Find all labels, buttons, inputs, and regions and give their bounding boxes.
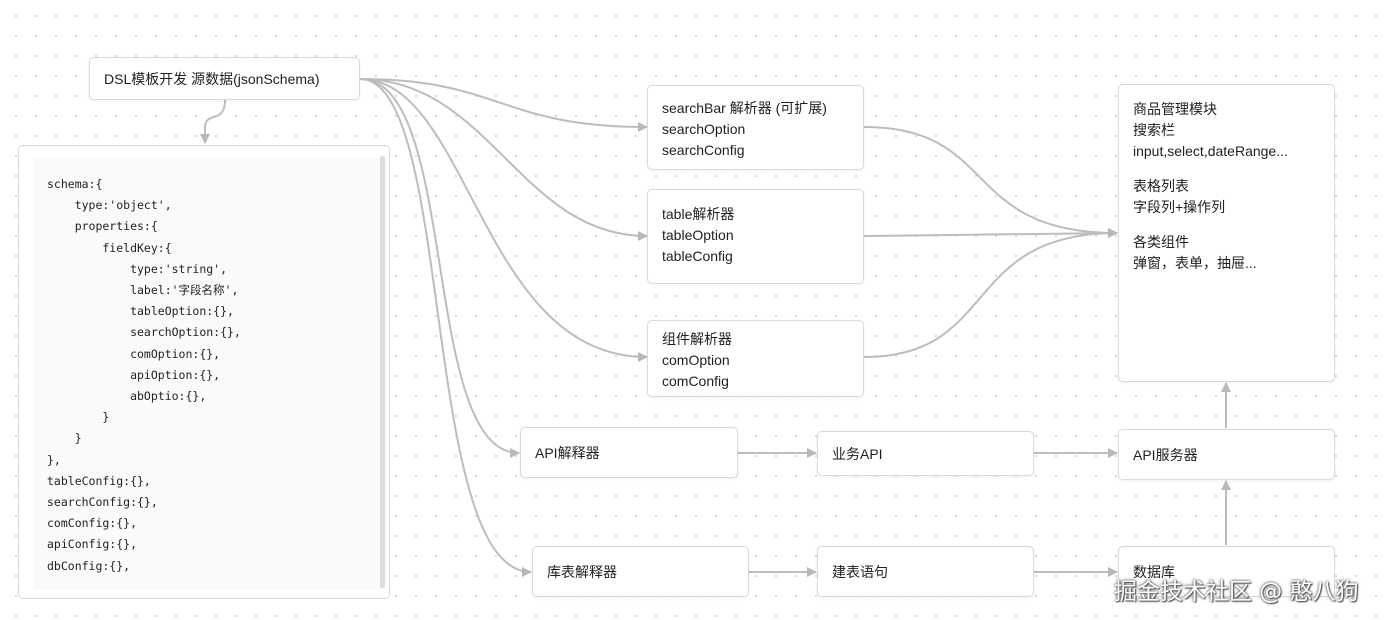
search-section-items: input,select,dateRange... (1133, 143, 1288, 159)
components-section-items: 弹窗，表单，抽屉... (1133, 255, 1257, 271)
edge-source-to-db-parser (359, 78, 532, 577)
edge-source-to-searchbar (359, 78, 648, 132)
table-parser-title: table解析器 (662, 206, 735, 222)
db-parser-node[interactable]: 库表解释器 (532, 546, 749, 597)
edge-component-to-module (863, 228, 1118, 358)
component-parser-node[interactable]: 组件解析器 comOption comConfig (647, 320, 864, 397)
api-parser-label: API解释器 (535, 444, 600, 461)
table-parser-config: tableConfig (662, 248, 733, 264)
edge-searchbar-to-module (863, 126, 1118, 238)
database-node[interactable]: 数据库 (1118, 546, 1335, 597)
table-section-items: 字段列+操作列 (1133, 199, 1226, 215)
edge-source-to-table (359, 78, 648, 241)
table-parser-node[interactable]: table解析器 tableOption tableConfig (647, 189, 864, 284)
edge-source-to-api-parser (359, 78, 520, 458)
source-node[interactable]: DSL模板开发 源数据(jsonSchema) (89, 57, 360, 100)
component-parser-title: 组件解析器 (662, 331, 732, 347)
table-section-title: 表格列表 (1133, 178, 1189, 194)
product-module-node[interactable]: 商品管理模块 搜索栏 input,select,dateRange... 表格列… (1118, 84, 1335, 382)
searchbar-parser-title: searchBar 解析器 (可扩展) (662, 100, 827, 116)
create-table-node[interactable]: 建表语句 (817, 546, 1034, 597)
component-parser-option: comOption (662, 352, 730, 368)
product-module-title: 商品管理模块 (1133, 101, 1217, 117)
api-parser-node[interactable]: API解释器 (520, 427, 738, 478)
source-node-label: DSL模板开发 源数据(jsonSchema) (104, 70, 320, 87)
business-api-label: 业务API (832, 445, 883, 462)
create-table-label: 建表语句 (832, 563, 888, 580)
edge-source-to-code (200, 99, 226, 144)
business-api-node[interactable]: 业务API (817, 431, 1034, 476)
code-scrollbar[interactable] (380, 156, 385, 588)
watermark: 掘金技术社区 @ 憨八狗 (1114, 579, 1359, 605)
edge-source-to-component (359, 78, 648, 362)
code-panel[interactable]: schema:{ type:'object', properties:{ fie… (18, 145, 390, 599)
component-parser-config: comConfig (662, 373, 729, 389)
searchbar-parser-config: searchConfig (662, 142, 745, 158)
api-server-node[interactable]: API服务器 (1118, 429, 1335, 480)
code-block: schema:{ type:'object', properties:{ fie… (33, 158, 385, 590)
code-text: schema:{ type:'object', properties:{ fie… (47, 177, 241, 573)
components-section-title: 各类组件 (1133, 234, 1189, 250)
table-parser-option: tableOption (662, 227, 734, 243)
search-section-title: 搜索栏 (1133, 122, 1175, 138)
searchbar-parser-node[interactable]: searchBar 解析器 (可扩展) searchOption searchC… (647, 85, 864, 170)
edge-table-to-module (863, 228, 1118, 239)
database-label: 数据库 (1133, 563, 1175, 580)
searchbar-parser-option: searchOption (662, 121, 746, 137)
db-parser-label: 库表解释器 (547, 563, 617, 580)
api-server-label: API服务器 (1133, 446, 1198, 463)
